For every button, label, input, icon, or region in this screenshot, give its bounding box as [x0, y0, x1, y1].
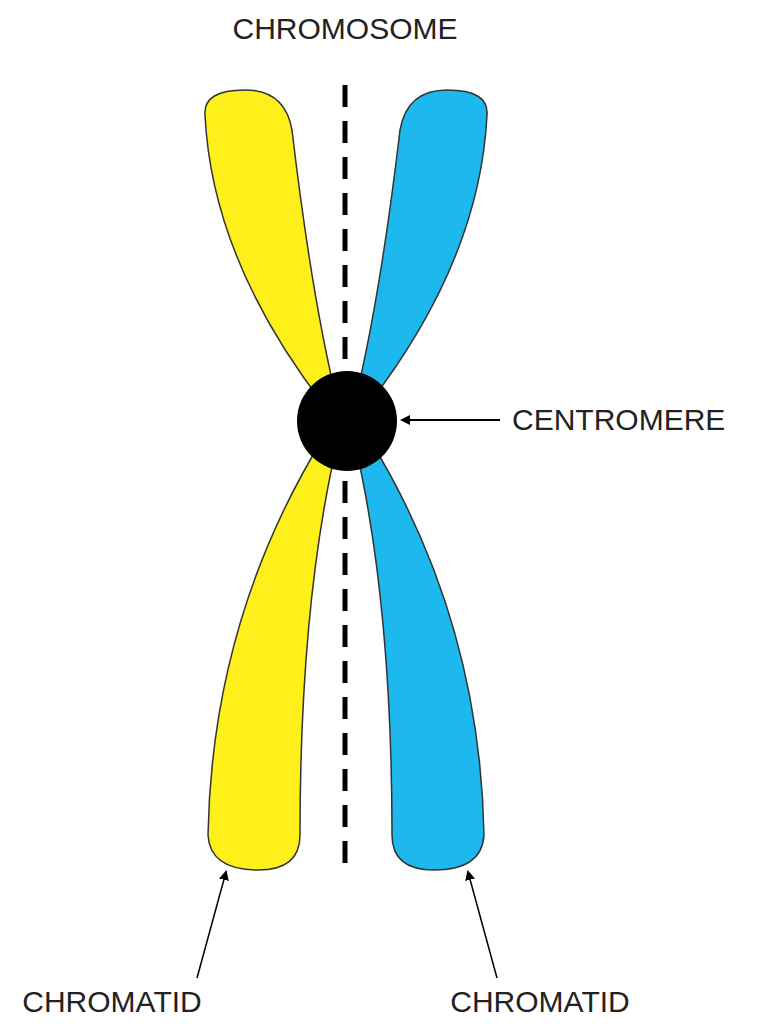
leader-arrow [197, 872, 226, 978]
diagram-title: CHROMOSOME [233, 12, 458, 45]
division-line [343, 85, 348, 872]
leader-arrow [468, 872, 497, 978]
part-label: CENTROMERE [512, 403, 725, 436]
leader-arrow [402, 419, 500, 421]
part-label: CHROMATID [22, 985, 201, 1018]
centromere-dot [297, 371, 397, 471]
chromatid-blue [354, 90, 487, 870]
chromatid-yellow [205, 90, 338, 870]
part-label: CHROMATID [450, 985, 629, 1018]
